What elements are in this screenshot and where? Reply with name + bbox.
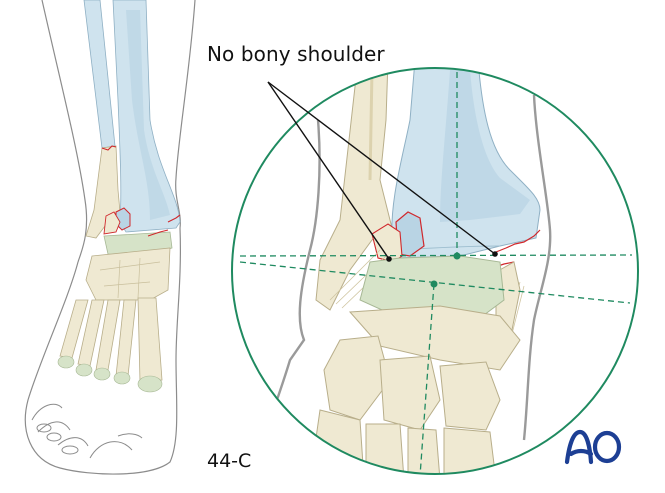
tarsals xyxy=(85,247,171,301)
metatarsals xyxy=(59,297,163,383)
tibia-fracture-lower xyxy=(147,229,169,237)
foot-outline xyxy=(24,227,181,475)
ao-logo-a xyxy=(564,429,594,465)
metatarsal-heads xyxy=(57,355,163,393)
plafond-center-dot xyxy=(453,252,461,260)
classification-code: 44-C xyxy=(207,450,252,472)
inset-tibia-shade xyxy=(440,70,530,222)
talar-dome-line xyxy=(239,261,631,304)
talar-center-dot xyxy=(430,280,438,288)
fibula-fracture-line xyxy=(101,145,117,151)
inset-circle-border xyxy=(231,67,639,475)
leader-target-medial xyxy=(492,251,498,257)
tibial-plafond-line xyxy=(239,254,633,257)
toes xyxy=(31,403,143,459)
tibia-shade xyxy=(126,10,170,220)
ao-logo-o xyxy=(592,430,622,464)
leg-outline-right xyxy=(175,0,196,229)
ao-logo xyxy=(564,429,622,465)
tibia-fracture-medial xyxy=(167,214,181,223)
inset-fracture-medial xyxy=(495,229,541,253)
fibula-shaft xyxy=(83,0,116,149)
leader-target-lateral xyxy=(386,256,392,262)
inset-skin-right xyxy=(522,94,552,441)
talar-axis-line xyxy=(419,283,435,474)
leg-outline-left xyxy=(41,0,88,263)
callout-label: No bony shoulder xyxy=(207,42,385,66)
tibia xyxy=(112,0,181,233)
callout-leader-lines xyxy=(267,81,496,260)
fragment-lateral xyxy=(103,211,121,235)
inset-fibula xyxy=(315,68,393,311)
overview-leg-foot xyxy=(24,0,196,475)
inset-talus xyxy=(359,255,505,319)
